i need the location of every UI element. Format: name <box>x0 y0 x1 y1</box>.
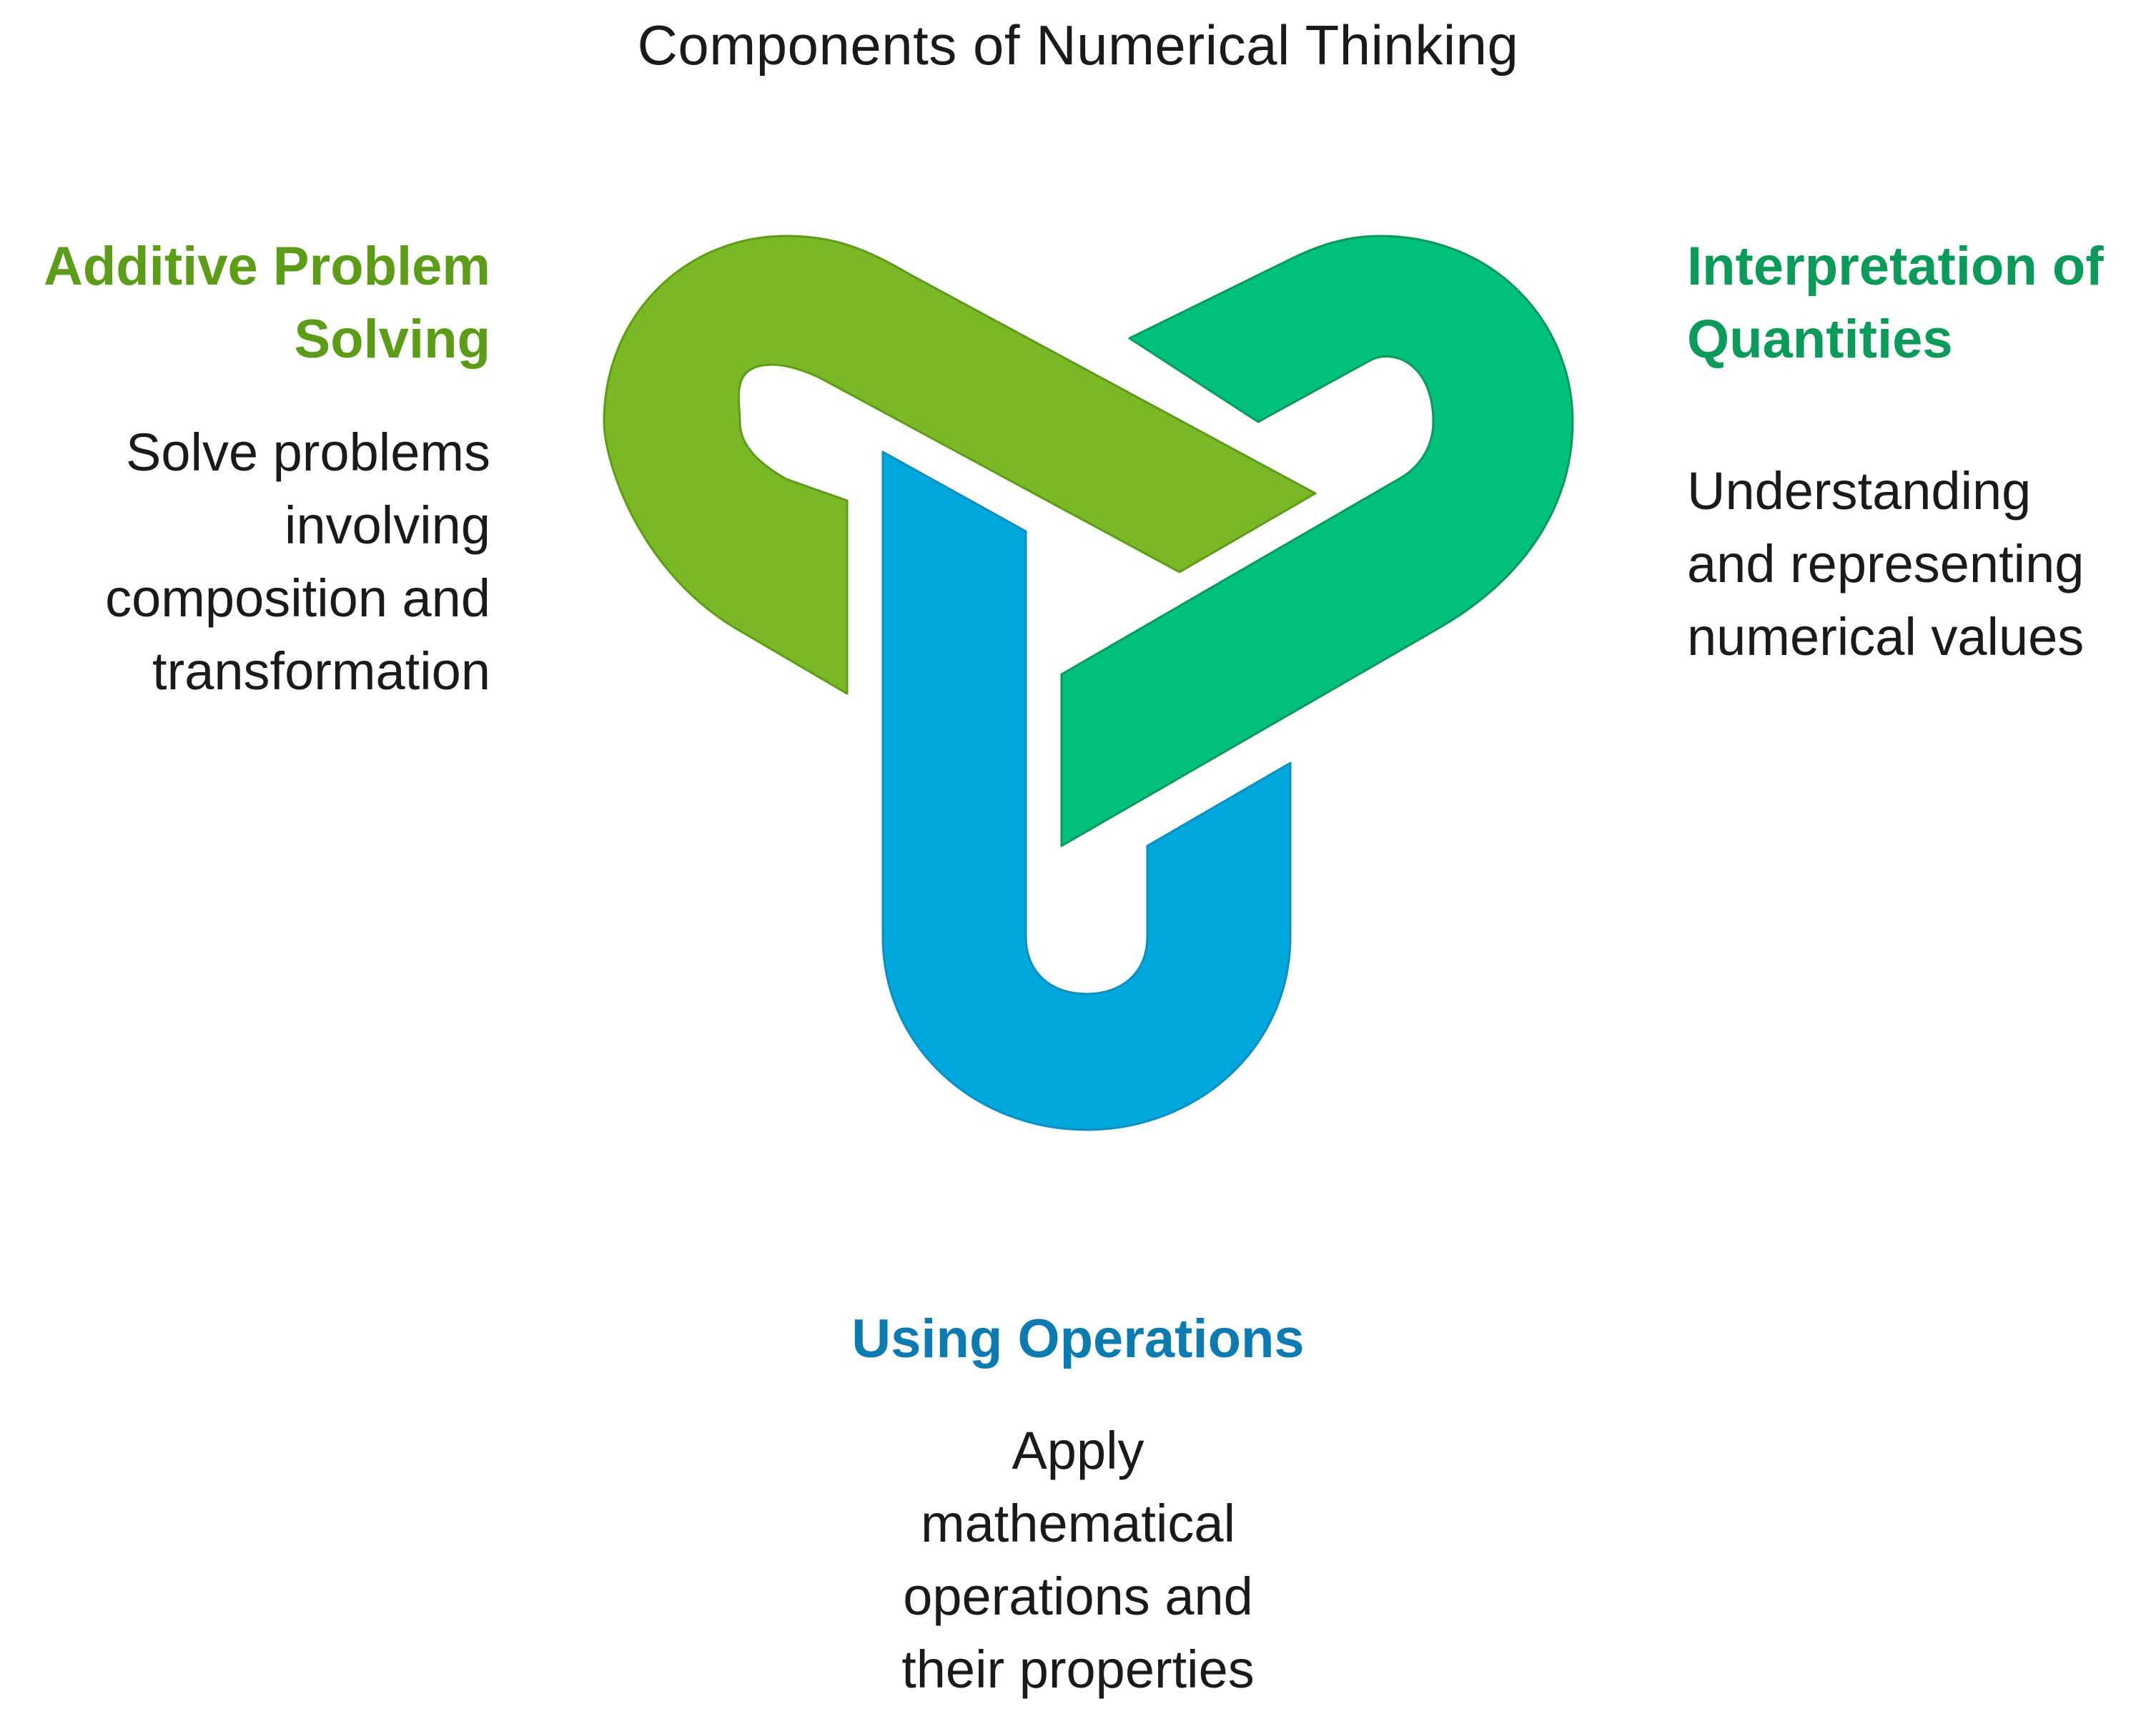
using-operations-heading: Using Operations <box>851 1309 1305 1369</box>
interpretation-of-quantities-heading: Interpretation of Quantities <box>1687 236 2104 370</box>
additive-problem-solving-description: Solve problems involving composition and… <box>105 423 490 701</box>
loop-using-operations <box>881 450 1292 1131</box>
loop-interpretation-of-quantities <box>1060 235 1574 847</box>
using-operations-description: Apply mathematical operations and their … <box>901 1421 1255 1699</box>
additive-problem-solving-heading: Additive Problem Solving <box>44 236 490 370</box>
diagram-title: Components of Numerical Thinking <box>637 14 1519 77</box>
interpretation-of-quantities-description: Understanding and representing numerical… <box>1687 461 2085 666</box>
loop-additive-problem-solving <box>603 235 1317 695</box>
